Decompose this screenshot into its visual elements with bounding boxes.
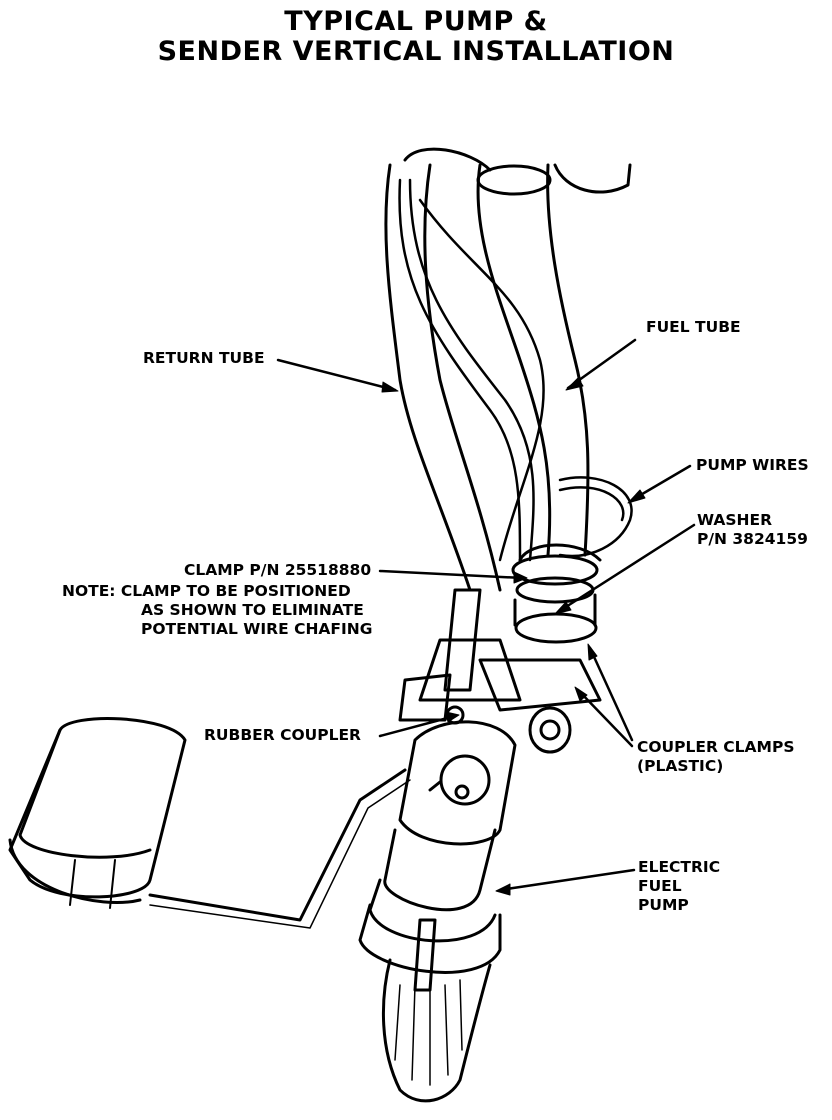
electric-fuel-pump-label: ELECTRIC FUEL PUMP (638, 858, 720, 915)
note-line-1: NOTE: CLAMP TO BE POSITIONED (62, 582, 351, 600)
washer-label-line-2: P/N 3824159 (697, 530, 808, 548)
note-text: NOTE: CLAMP TO BE POSITIONED AS SHOWN TO… (62, 582, 372, 639)
pump-body-drawing (358, 720, 517, 992)
float-arm-drawing (148, 768, 411, 929)
electric-fuel-pump-line-3: PUMP (638, 896, 689, 914)
fuel-tube-drawing (476, 163, 632, 557)
clamp-label: CLAMP P/N 25518880 (184, 561, 372, 579)
note-line-2: AS SHOWN TO ELIMINATE (141, 601, 364, 619)
return-tube-drawing (384, 147, 502, 592)
coupler-clamps-line-1: COUPLER CLAMPS (637, 738, 795, 756)
return-tube-label: RETURN TUBE (143, 349, 265, 367)
coupler-clamps-line-2: (PLASTIC) (637, 757, 724, 775)
leader-lines (276, 338, 696, 896)
diagram-title-line-2: SENDER VERTICAL INSTALLATION (157, 36, 675, 67)
pump-wires-label: PUMP WIRES (696, 456, 809, 474)
sender-float-drawing (8, 717, 187, 909)
electric-fuel-pump-line-1: ELECTRIC (638, 858, 721, 876)
fuel-tube-label: FUEL TUBE (646, 318, 741, 336)
rubber-coupler-label: RUBBER COUPLER (204, 726, 361, 744)
washer-label-line-1: WASHER (697, 511, 773, 529)
pump-wires-drawing (398, 178, 633, 562)
electric-fuel-pump-line-2: FUEL (638, 877, 682, 895)
clamp-washer-drawing (511, 543, 602, 644)
washer-label: WASHER P/N 3824159 (697, 511, 808, 549)
strainer-sock-drawing (381, 958, 492, 1103)
coupler-clamps-label: COUPLER CLAMPS (PLASTIC) (637, 738, 795, 776)
note-line-3: POTENTIAL WIRE CHAFING (141, 620, 373, 638)
sender-bracket-drawing (398, 588, 602, 754)
diagram-title-line-1: TYPICAL PUMP & (284, 6, 548, 37)
